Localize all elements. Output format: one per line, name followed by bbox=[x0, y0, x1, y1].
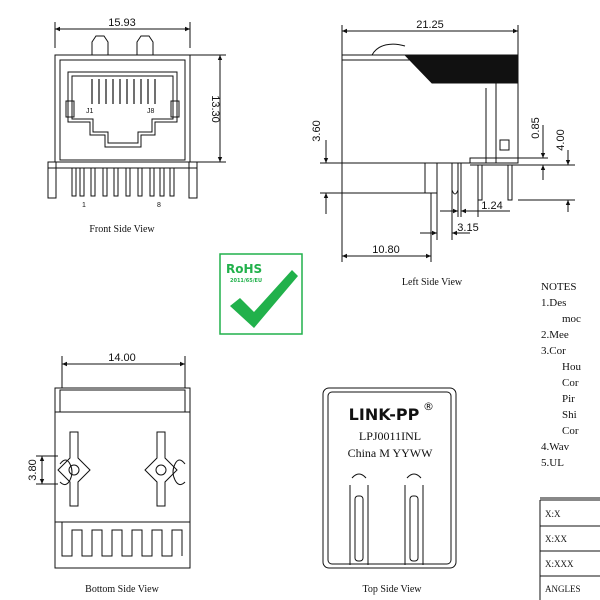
note-line: Cor bbox=[562, 377, 579, 389]
front-width-label: 15.93 bbox=[108, 17, 136, 29]
pin-number-first: 1 bbox=[82, 202, 86, 209]
bottom-view-caption: Bottom Side View bbox=[85, 584, 159, 595]
bottom-width-label: 14.00 bbox=[108, 352, 136, 364]
rohs-subtitle: 2011/65/EU bbox=[230, 278, 262, 284]
dim-label-124: 1.24 bbox=[481, 200, 502, 212]
rohs-logo bbox=[219, 253, 303, 335]
top-body-outline bbox=[322, 387, 457, 569]
note-line: 1.Des bbox=[541, 297, 566, 309]
dim-label-360: 3.60 bbox=[311, 120, 323, 141]
bottom-body-outline bbox=[54, 387, 191, 569]
pin-label-first: J1 bbox=[86, 108, 94, 115]
registered-mark: ® bbox=[423, 400, 434, 413]
dim-label-1080: 10.80 bbox=[372, 244, 400, 256]
tolerance-row: X:X bbox=[545, 509, 561, 519]
part-number-label: LPJ0011INL bbox=[359, 429, 421, 443]
tolerance-row: X:XXX bbox=[545, 559, 574, 569]
note-line: 2.Mee bbox=[541, 329, 569, 341]
note-line: 3.Cor bbox=[541, 345, 566, 357]
tolerance-table bbox=[539, 497, 600, 600]
note-line: Hou bbox=[562, 361, 581, 373]
dim-label-085: 0.85 bbox=[530, 117, 542, 138]
rohs-title: RoHS bbox=[226, 262, 262, 276]
bottom-height-label: 3.80 bbox=[27, 459, 39, 480]
front-height-label: 13.30 bbox=[209, 95, 221, 123]
top-side-view bbox=[322, 387, 457, 569]
front-view-caption: Front Side View bbox=[89, 224, 155, 235]
pin-number-last: 8 bbox=[157, 202, 161, 209]
origin-label: China M YYWW bbox=[348, 446, 434, 460]
bottom-side-view bbox=[36, 356, 191, 569]
tolerance-row: ANGLES bbox=[545, 584, 581, 594]
note-line: Cor bbox=[562, 425, 579, 437]
left-view-caption: Left Side View bbox=[402, 277, 463, 288]
top-view-caption: Top Side View bbox=[362, 584, 422, 595]
notes-title: NOTES bbox=[541, 281, 576, 293]
dim-label-400: 4.00 bbox=[555, 129, 567, 150]
left-side-view bbox=[320, 25, 575, 262]
note-line: moc bbox=[562, 313, 581, 325]
pin-label-last: J8 bbox=[147, 108, 155, 115]
note-line: 4.Wav bbox=[541, 441, 570, 453]
dim-label-315: 3.15 bbox=[457, 222, 478, 234]
tolerance-row: X:XX bbox=[545, 534, 567, 544]
brand-label: LINK-PP bbox=[349, 405, 420, 424]
left-width-label: 21.25 bbox=[416, 19, 444, 31]
front-body-outline bbox=[54, 54, 191, 163]
check-icon bbox=[230, 270, 298, 328]
note-line: Shi bbox=[562, 409, 577, 421]
note-line: 5.UL bbox=[541, 457, 564, 469]
note-line: Pir bbox=[562, 393, 575, 405]
front-side-view bbox=[47, 22, 226, 199]
